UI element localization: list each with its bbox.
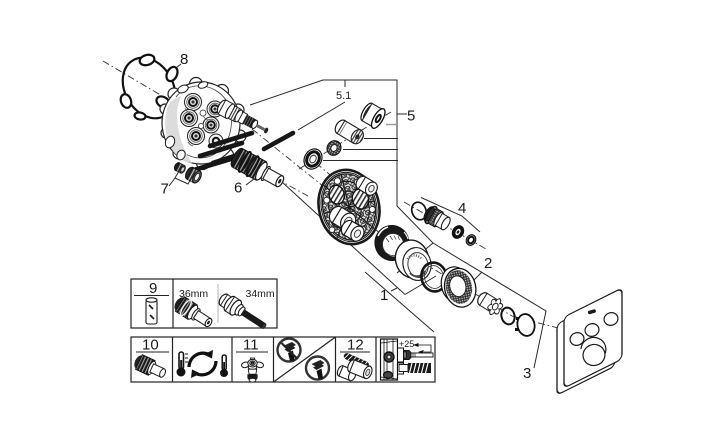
svg-text:+25: +25 [399, 339, 414, 349]
svg-text:3: 3 [523, 365, 531, 382]
svg-text:7: 7 [161, 181, 169, 198]
svg-text:6: 6 [234, 180, 242, 197]
svg-text:2: 2 [484, 255, 492, 272]
svg-text:9: 9 [149, 280, 157, 297]
svg-text:11: 11 [243, 337, 259, 354]
svg-text:36mm: 36mm [179, 288, 208, 300]
svg-text:5.1: 5.1 [336, 90, 351, 102]
svg-text:12: 12 [347, 337, 364, 354]
svg-text:34mm: 34mm [246, 288, 275, 300]
svg-text:8: 8 [180, 51, 188, 68]
svg-text:5: 5 [407, 108, 415, 125]
svg-text:4: 4 [458, 200, 466, 217]
svg-text:10: 10 [142, 337, 159, 354]
svg-text:1: 1 [380, 287, 388, 304]
